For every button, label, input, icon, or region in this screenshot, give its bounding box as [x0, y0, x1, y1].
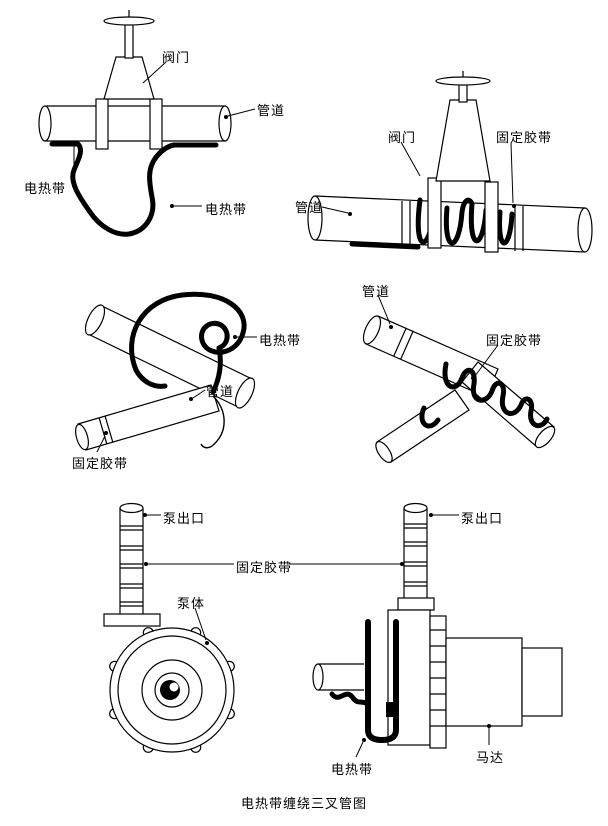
pump-flange: [103, 613, 161, 627]
inlet-pipe: [318, 663, 364, 691]
valve-body: [435, 99, 491, 182]
pipe-upper-end: [362, 315, 382, 345]
pipe-end-left: [307, 195, 323, 241]
heating-cable-wrap: [442, 361, 550, 429]
label-heating-tape: 电热带: [205, 202, 248, 217]
heating-cable-tail-left: [133, 367, 168, 389]
figure-valve-wrapped: [307, 71, 593, 253]
label-motor: 马达: [476, 750, 505, 765]
flange-right: [484, 181, 499, 253]
heating-cable-wavy: [329, 691, 370, 707]
figure-pump-front: [103, 502, 235, 753]
pump-hub: [141, 659, 203, 721]
mounting-disc-bolts: [430, 629, 446, 727]
label-fixing-tape: 固定胶带: [236, 560, 293, 575]
figure-branch-wrapped: [362, 315, 556, 464]
pump-shaft-highlight: [169, 682, 179, 692]
outlet-pipe: [119, 508, 144, 616]
pipe-end-right: [577, 207, 593, 253]
heating-cable-end: [200, 395, 225, 449]
cable-junction-box: [386, 702, 399, 717]
figure-branch-loop: [75, 291, 256, 451]
pipe-upper-end: [84, 304, 106, 336]
pipe-end-left: [38, 105, 52, 142]
label-pipe: 管道: [206, 384, 235, 399]
heating-cable: [49, 141, 219, 237]
pipe-branch-right-end: [534, 425, 556, 449]
heating-cable-loop: [129, 291, 247, 373]
tape-bands: [404, 523, 427, 587]
pipe-end-right: [218, 105, 232, 142]
label-pipe: 管道: [257, 103, 286, 118]
valve-handwheel: [103, 16, 155, 26]
label-valve: 阀门: [162, 50, 191, 65]
diagram-caption: 电热带缠绕三叉管图: [240, 796, 367, 811]
outlet-flange: [397, 597, 435, 611]
motor-end-cap: [521, 647, 563, 717]
motor-body: [445, 637, 523, 727]
heating-cable-u: [365, 619, 399, 743]
figure-pump-side: [312, 502, 563, 749]
flange-left: [95, 98, 109, 150]
tape-bands: [120, 525, 143, 607]
heating-cable-run: [349, 241, 421, 250]
label-pump-outlet: 泵出口: [461, 511, 504, 526]
tape-band: [98, 416, 114, 445]
heating-cable-loops: [443, 197, 489, 246]
label-pump-body: 泵体: [177, 596, 206, 611]
label-heating-tape: 电热带: [24, 181, 67, 196]
heating-cable-wrap-right: [497, 209, 515, 246]
label-pipe: 管道: [295, 200, 324, 215]
heating-cable-wrap-branch: [419, 405, 441, 429]
figure-valve-loop: [38, 10, 232, 237]
pipe-body: [45, 105, 225, 142]
label-heating-tape: 电热带: [259, 333, 302, 348]
label-pump-outlet: 泵出口: [163, 511, 206, 526]
flange-right: [149, 98, 163, 150]
flange-left: [427, 177, 442, 249]
pipe-lower-end: [75, 423, 89, 451]
pipe-upper-open-end: [234, 377, 256, 409]
leader-lines: [73, 61, 516, 758]
mounting-disc: [429, 615, 447, 749]
tape-band: [393, 327, 414, 360]
label-valve: 阀门: [388, 130, 417, 145]
valve-body: [103, 56, 155, 100]
outlet-pipe: [403, 508, 428, 598]
outlet-pipe-end: [119, 502, 144, 514]
label-fixing-tape: 固定胶带: [486, 333, 543, 348]
outlet-pipe-end: [403, 502, 428, 514]
valve-stem: [458, 83, 468, 103]
valve-stem: [124, 23, 134, 59]
pipe-branch-left-end: [375, 440, 393, 464]
heating-cable-tail-right: [210, 345, 223, 395]
label-pipe: 管道: [362, 284, 391, 299]
pump-hub-inner: [154, 672, 190, 708]
inlet-pipe-end: [312, 663, 324, 691]
valve-handwheel: [435, 76, 491, 86]
label-heating-tape: 电热带: [331, 762, 374, 777]
label-fixing-tape: 固定胶带: [496, 130, 553, 145]
pump-casing-inner: [117, 635, 227, 745]
tape-bands: [401, 201, 524, 251]
label-fixing-tape: 固定胶带: [72, 456, 129, 471]
